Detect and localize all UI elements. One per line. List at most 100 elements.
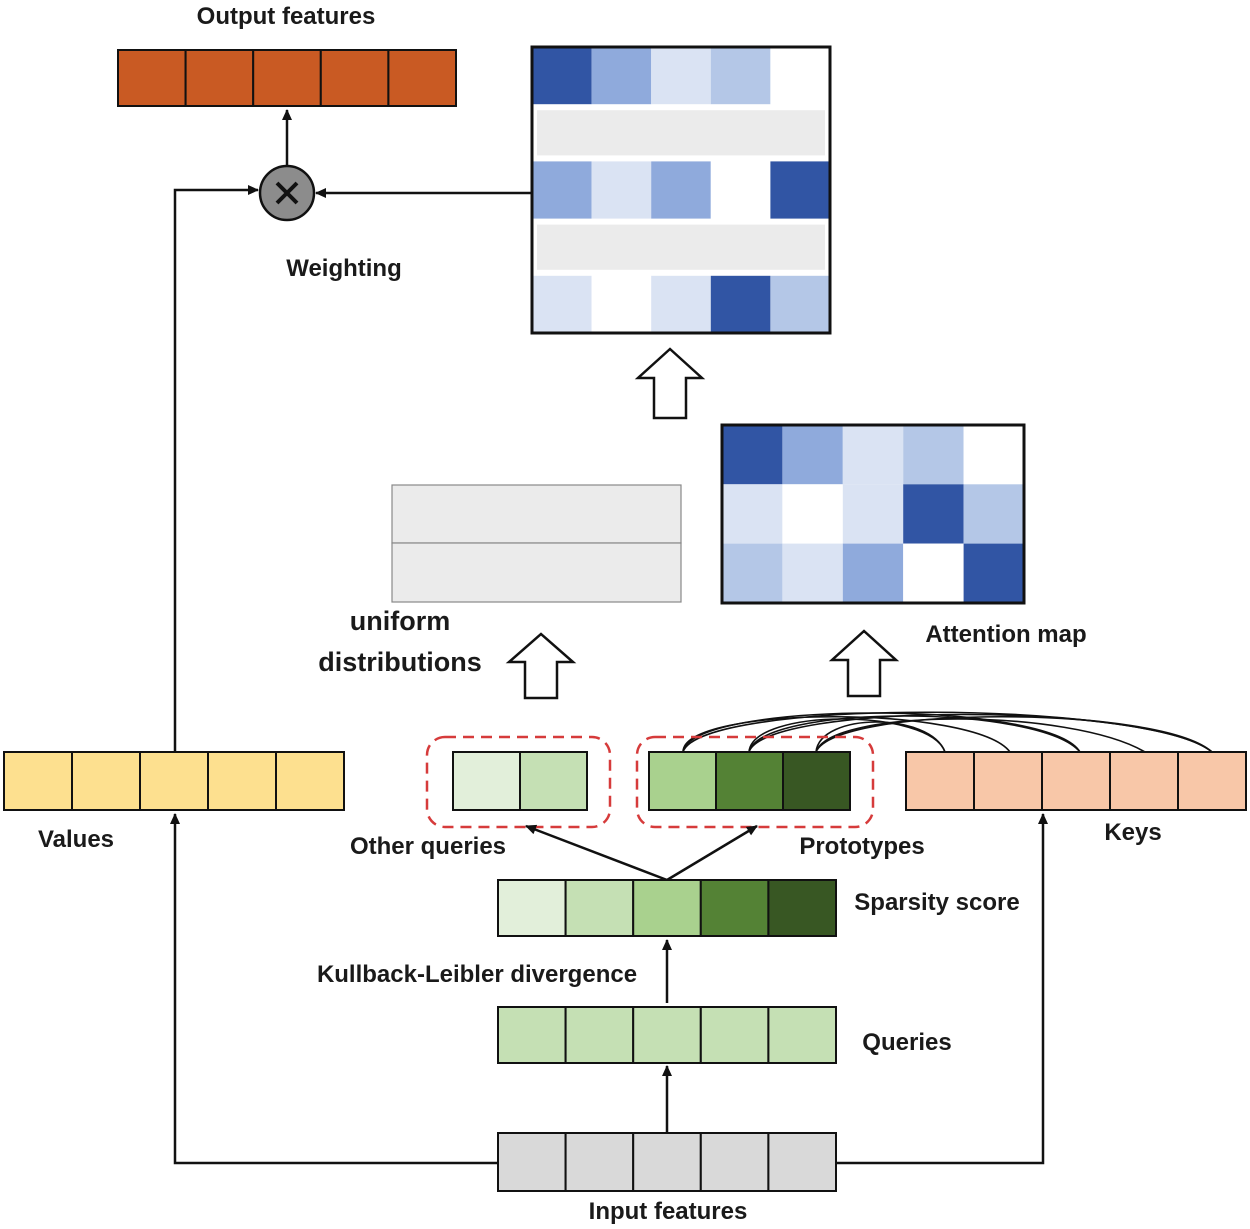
full-map-cell [710, 47, 771, 105]
attention-map-cell [842, 484, 904, 544]
full-map-cell [591, 47, 652, 105]
full-map-cell [532, 275, 592, 333]
arrow-sparsity-to-other-queries [525, 824, 668, 882]
full-map-uniform-row [537, 224, 825, 270]
full-map-cell [770, 161, 830, 219]
attention-map-cell [903, 543, 964, 603]
attention-map-cell [782, 425, 843, 485]
hollow-arrow-to-uniform [505, 632, 577, 700]
full-map-cell [532, 47, 592, 105]
query-cell [699, 1006, 770, 1064]
full-map-cell [651, 47, 711, 105]
other-queries-bar [452, 751, 588, 811]
full-map-cell [770, 47, 830, 105]
full-map-cell [710, 275, 771, 333]
connection-curve [815, 721, 946, 753]
full-map-cell [770, 275, 830, 333]
full-map-cell [591, 161, 652, 219]
input-feature-cell [564, 1132, 635, 1192]
full-map-cell [651, 275, 711, 333]
other-queries-dashed-box [425, 735, 612, 829]
sparsity-score-label: Sparsity score [854, 889, 1019, 916]
prototype-cell [782, 751, 851, 811]
attention-map-cell [963, 484, 1024, 544]
prototype-key-connections [682, 711, 1213, 753]
uniform-distribution-row [391, 484, 682, 544]
output-features-bar [117, 49, 457, 107]
other-query-cell [452, 751, 521, 811]
output-feature-cell [252, 49, 322, 107]
uniform-label-line2: distributions [318, 647, 482, 677]
key-cell [1041, 751, 1111, 811]
full-map-uniform-row [537, 110, 825, 156]
value-cell [71, 751, 141, 811]
key-cell [1109, 751, 1179, 811]
query-cell [564, 1006, 635, 1064]
connection-curve [748, 713, 1213, 753]
attention-map-cell [963, 425, 1024, 485]
multiply-icon [275, 181, 299, 205]
attention-map-label: Attention map [925, 621, 1086, 648]
attention-map-cell [842, 425, 904, 485]
input-feature-cell [632, 1132, 702, 1192]
queries-label: Queries [862, 1029, 951, 1056]
prototypes-label: Prototypes [799, 833, 924, 860]
sparsity-score-cell [632, 879, 702, 937]
attention-map-cell [963, 543, 1024, 603]
value-cell [139, 751, 209, 811]
values-bar [3, 751, 345, 811]
value-cell [207, 751, 277, 811]
full-map-cell [651, 161, 711, 219]
uniform-distribution-bars [391, 484, 682, 603]
connection-curve [682, 715, 1011, 753]
connection-curve [815, 715, 1213, 753]
keys-label: Keys [1104, 819, 1161, 846]
query-cell [767, 1006, 838, 1064]
attention-map-cell [722, 543, 783, 603]
sparsity-score-bar [497, 879, 838, 937]
sparsity-score-cell [699, 879, 770, 937]
arrow-input-to-keys [837, 813, 1048, 1165]
values-label: Values [38, 826, 114, 853]
value-cell [3, 751, 73, 811]
prototypes-dashed-box [635, 735, 875, 829]
connection-curve [748, 718, 946, 753]
attention-map-cell [722, 425, 783, 485]
hollow-arrow-to-attention-map [828, 629, 900, 698]
value-cell [275, 751, 345, 811]
weighting-label: Weighting [286, 255, 402, 282]
uniform-distribution-row [391, 542, 682, 603]
key-cell [973, 751, 1043, 811]
key-cell [1177, 751, 1247, 811]
kl-divergence-label: Kullback-Leibler divergence [317, 961, 637, 988]
connection-curve [815, 718, 1146, 753]
query-cell [497, 1006, 567, 1064]
arrow-values-to-weighting [173, 185, 259, 752]
attention-map-cell [782, 484, 843, 544]
output-feature-cell [319, 49, 390, 107]
attention-map-cell [903, 484, 964, 544]
prototypes-bar [648, 751, 851, 811]
attention-map-frame [720, 423, 1026, 605]
full-map-cell [710, 161, 771, 219]
keys-bar [905, 751, 1247, 811]
attention-map-cell [842, 543, 904, 603]
full-attention-map [532, 47, 830, 333]
queries-bar [497, 1006, 838, 1064]
query-cell [632, 1006, 702, 1064]
other-queries-label: Other queries [350, 833, 506, 860]
hollow-arrow-to-full-map [634, 347, 706, 420]
arrow-sparsity-to-prototypes [666, 824, 758, 882]
sparsity-score-cell [497, 879, 567, 937]
input-feature-cell [767, 1132, 838, 1192]
attention-map [722, 425, 1024, 603]
input-features-label: Input features [589, 1198, 748, 1225]
attention-map-cell [903, 425, 964, 485]
output-feature-cell [184, 49, 255, 107]
full-map-cell [532, 161, 592, 219]
input-features-bar [497, 1132, 838, 1192]
input-feature-cell [497, 1132, 567, 1192]
arrow-input-to-values [170, 813, 498, 1165]
